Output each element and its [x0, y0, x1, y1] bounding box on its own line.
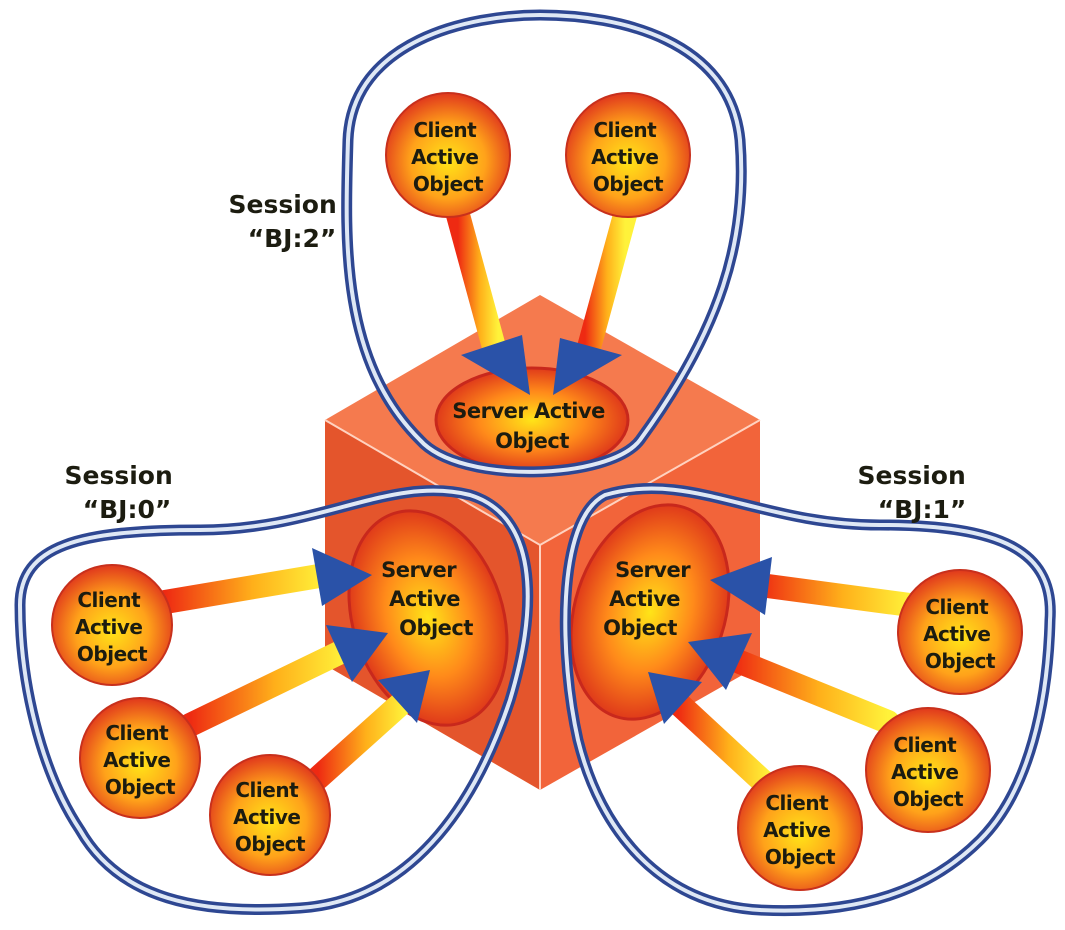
client-label-bj1-2: Client Active Object: [891, 733, 965, 811]
server-label-bj2-line2: Object: [495, 429, 569, 453]
client-label-line: Object: [925, 649, 996, 673]
session-label-bj0-line1: Session: [65, 461, 173, 490]
client-label-bj2-1: Client Active Object: [411, 118, 485, 196]
client-label-line: Client: [925, 595, 989, 619]
server-label-bj0-line3: Object: [399, 616, 473, 640]
server-label-bj0-line1: Server: [381, 558, 457, 582]
client-label-line: Object: [105, 775, 176, 799]
session-label-bj0: Session “BJ:0”: [65, 461, 182, 524]
client-label-line: Active: [591, 145, 658, 169]
client-label-line: Client: [105, 721, 169, 745]
server-label-bj0-line2: Active: [389, 587, 460, 611]
client-label-line: Client: [413, 118, 477, 142]
client-label-line: Object: [235, 832, 306, 856]
client-label-line: Client: [893, 733, 957, 757]
session-label-bj0-line2: “BJ:0”: [83, 495, 172, 524]
client-label-line: Active: [923, 622, 990, 646]
client-label-line: Object: [765, 845, 836, 869]
server-label-bj1-line3: Object: [603, 616, 677, 640]
client-label-bj0-2: Client Active Object: [103, 721, 177, 799]
server-label-bj1-line1: Server: [615, 558, 691, 582]
client-label-line: Client: [235, 778, 299, 802]
session-label-bj2: Session “BJ:2”: [229, 190, 346, 253]
session-label-bj2-line2: “BJ:2”: [248, 224, 337, 253]
client-label-line: Object: [413, 172, 484, 196]
client-label-bj1-1: Client Active Object: [923, 595, 997, 673]
client-label-line: Active: [103, 748, 170, 772]
client-label-line: Object: [893, 787, 964, 811]
client-label-bj0-1: Client Active Object: [75, 588, 149, 666]
client-label-line: Active: [75, 615, 142, 639]
session-label-bj1-line2: “BJ:1”: [878, 495, 967, 524]
client-label-bj1-3: Client Active Object: [763, 791, 837, 869]
arrow-bj1-2: [688, 633, 888, 722]
session-label-bj2-line1: Session: [229, 190, 337, 219]
client-label-line: Active: [411, 145, 478, 169]
client-label-line: Object: [77, 642, 148, 666]
client-label-line: Client: [765, 791, 829, 815]
client-label-line: Active: [891, 760, 958, 784]
client-label-line: Active: [763, 818, 830, 842]
client-label-bj0-3: Client Active Object: [233, 778, 307, 856]
session-label-bj1-line1: Session: [858, 461, 966, 490]
session-label-bj1: Session “BJ:1”: [858, 461, 975, 524]
client-label-line: Client: [593, 118, 657, 142]
client-label-line: Client: [77, 588, 141, 612]
server-label-bj2-line1: Server Active: [452, 399, 605, 423]
server-label-bj1-line2: Active: [609, 587, 680, 611]
client-label-line: Active: [233, 805, 300, 829]
client-label-line: Object: [593, 172, 664, 196]
client-label-bj2-2: Client Active Object: [591, 118, 665, 196]
